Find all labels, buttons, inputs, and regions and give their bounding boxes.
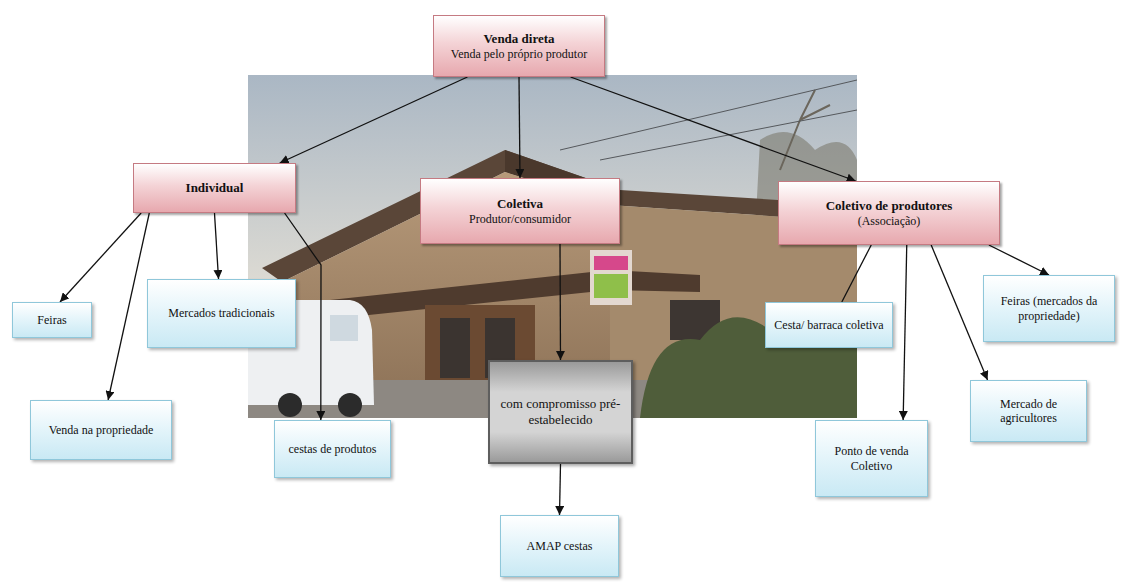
arrow-connector — [60, 213, 141, 302]
box-heading: Mercado de agricultores — [977, 397, 1080, 426]
box-heading: Venda direta — [483, 31, 554, 47]
box-heading: AMAP cestas — [527, 539, 593, 553]
arrow-connector — [931, 245, 987, 380]
box-heading: Venda na propriedade — [49, 423, 154, 437]
channel-box: cestas de produtos — [274, 420, 391, 478]
box-subtitle: Produtor/consumidor — [469, 212, 571, 226]
box-heading: Individual — [186, 180, 244, 196]
category-box: Coletivo de produtores(Associação) — [778, 181, 1000, 245]
channel-box: Ponto de venda Coletivo — [815, 420, 928, 497]
channel-box: Feiras (mercados da propriedade) — [983, 275, 1115, 342]
channel-box: Cesta/ barraca coletiva — [765, 302, 893, 348]
arrow-connector — [108, 213, 149, 400]
box-heading: Feiras (mercados da propriedade) — [990, 294, 1108, 323]
arrow-connector — [560, 464, 561, 515]
arrow-connector — [989, 245, 1049, 275]
box-heading: com compromisso pré-estabelecido — [496, 396, 625, 427]
arrow-connector — [559, 244, 561, 360]
box-subtitle: Venda pelo próprio produtor — [451, 47, 587, 61]
channel-box: Mercado de agricultores — [970, 380, 1087, 442]
category-box: ColetivaProdutor/consumidor — [420, 178, 620, 244]
commitment-box: com compromisso pré-estabelecido — [488, 360, 633, 464]
channel-box: Mercados tradicionais — [147, 279, 296, 348]
category-box: Individual — [133, 163, 296, 213]
arrow-connector — [519, 77, 520, 178]
box-heading: Coletiva — [497, 196, 543, 212]
box-subtitle: (Associação) — [858, 214, 921, 228]
box-heading: cestas de produtos — [289, 442, 377, 456]
channel-box: Feiras — [12, 302, 92, 338]
channel-box: AMAP cestas — [500, 515, 619, 577]
box-heading: Ponto de venda Coletivo — [822, 444, 921, 473]
box-heading: Cesta/ barraca coletiva — [774, 318, 883, 332]
arrow-connector — [215, 213, 219, 279]
arrow-connector — [571, 77, 856, 181]
arrow-connector — [903, 245, 907, 420]
arrow-connector — [280, 77, 468, 163]
category-box: Venda diretaVenda pelo próprio produtor — [433, 15, 605, 77]
box-heading: Coletivo de produtores — [826, 198, 953, 214]
arrow-connector — [842, 245, 871, 302]
box-heading: Mercados tradicionais — [168, 306, 274, 320]
channel-box: Venda na propriedade — [30, 400, 172, 460]
box-heading: Feiras — [37, 313, 66, 327]
